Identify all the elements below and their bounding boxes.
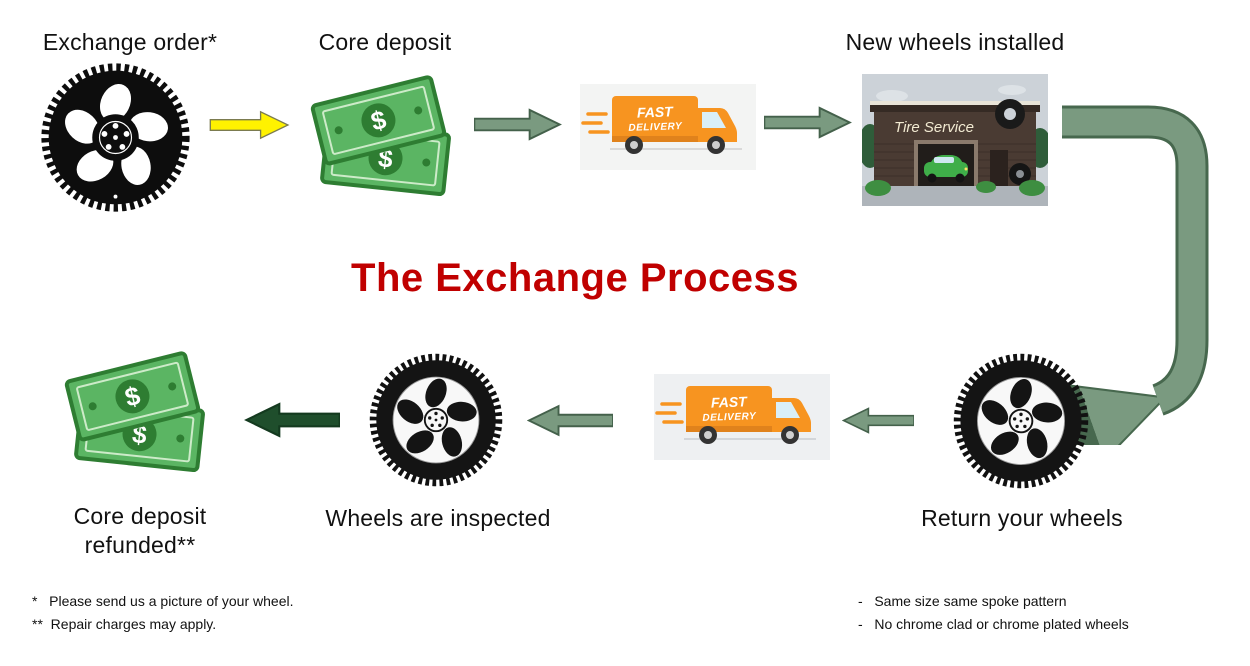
truck-text-delivery: DELIVERY (628, 121, 683, 134)
green-arrow-bottom-3-icon (842, 404, 914, 437)
footnotes-left: * Please send us a picture of your wheel… (32, 590, 293, 636)
tire-shop-icon: Tire Service (862, 74, 1048, 206)
footnote-picture: * Please send us a picture of your wheel… (32, 593, 294, 609)
truck-text-fast: FAST (637, 103, 675, 120)
money-refund-icon: $ $ (52, 348, 227, 473)
diagram-title: The Exchange Process (351, 256, 799, 300)
footnote-same-size: - Same size same spoke pattern (858, 593, 1067, 609)
curved-arrow-icon (1040, 100, 1240, 445)
label-new-wheels-installed: New wheels installed (845, 29, 1065, 55)
label-return-your-wheels: Return your wheels (921, 505, 1123, 531)
green-arrow-top-3-icon (764, 106, 852, 139)
truck-text-fast: FAST (711, 393, 749, 410)
wheel-return-icon (950, 350, 1092, 492)
tire-shop-sign: Tire Service (894, 119, 974, 136)
label-core-deposit: Core deposit (318, 29, 452, 55)
footnotes-right: - Same size same spoke pattern - No chro… (858, 590, 1129, 636)
green-arrow-bottom-2-icon (527, 404, 613, 437)
label-wheels-are-inspected: Wheels are inspected (325, 505, 551, 531)
dark-green-arrow-left-icon (244, 402, 340, 438)
truck-text-delivery: DELIVERY (702, 411, 757, 424)
footnote-no-chrome: - No chrome clad or chrome plated wheels (858, 616, 1129, 632)
yellow-arrow-icon (204, 110, 296, 140)
label-exchange-order: Exchange order* (42, 29, 218, 55)
black-wheel-icon (38, 60, 193, 215)
delivery-truck-outbound-icon: FAST DELIVERY (580, 84, 756, 170)
footnote-repair-charges: ** Repair charges may apply. (32, 616, 217, 632)
label-core-deposit-refunded: Core deposit refunded** (73, 503, 207, 558)
wheel-inspected-icon (366, 350, 506, 490)
money-deposit-icon: $ $ (298, 72, 473, 197)
delivery-truck-return-icon: FAST DELIVERY (654, 374, 830, 460)
green-arrow-top-2-icon (474, 108, 562, 141)
